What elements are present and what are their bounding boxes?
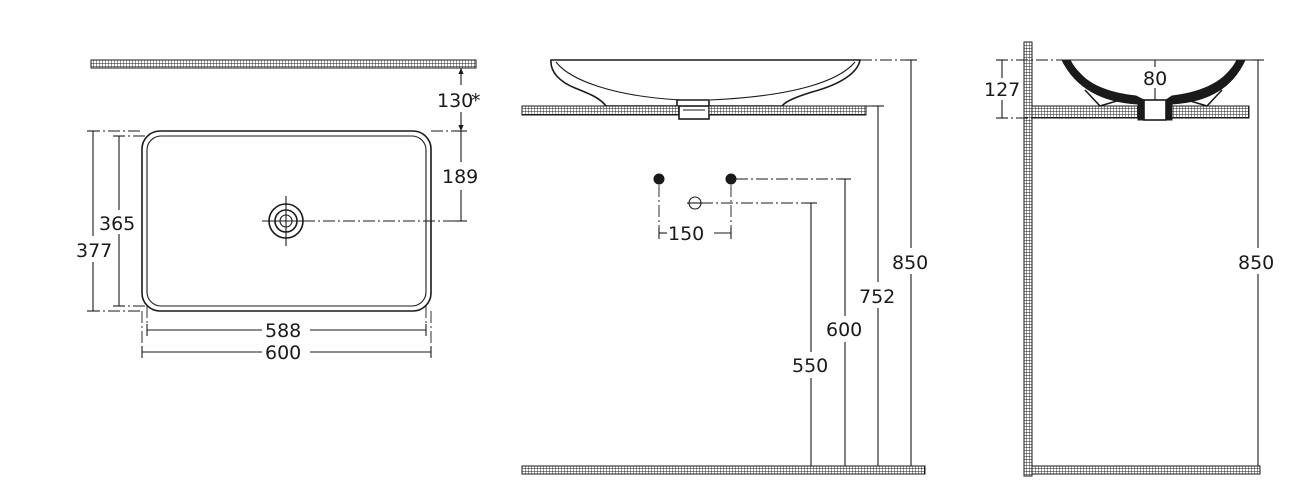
side-wall: [1023, 41, 1033, 477]
side-floor: [1031, 465, 1261, 475]
dim-150: 150: [668, 223, 704, 245]
dim-377: 377: [76, 240, 112, 262]
dim-600-plan: 600: [265, 342, 301, 364]
dim-127: 127: [984, 79, 1020, 101]
dim-130: 130: [437, 90, 473, 112]
dim-588: 588: [265, 320, 301, 342]
dim-752: 752: [859, 286, 895, 308]
dim-130-mark: *: [471, 90, 481, 112]
dim-365: 365: [99, 213, 135, 235]
front-counter-slab: [521, 105, 680, 116]
side-counter-slab: [1031, 105, 1141, 119]
front-floor: [521, 465, 926, 475]
dim-850-front: 850: [892, 252, 928, 274]
dim-850-side: 850: [1238, 252, 1274, 274]
plan-wall-strip: [90, 59, 477, 69]
front-view: 150 550 600 752 850: [521, 59, 928, 475]
dim-600-front: 600: [826, 319, 862, 341]
front-basin-outline: [550, 59, 861, 107]
inlet-left-icon: [653, 173, 665, 185]
side-view: 80 127 850: [984, 41, 1274, 477]
dim-550: 550: [792, 355, 828, 377]
dim-189: 189: [442, 166, 478, 188]
inlet-right-icon: [725, 173, 737, 185]
dim-80: 80: [1143, 68, 1167, 90]
drain-icon: [262, 196, 310, 246]
plan-view: 130 * 189 365 377 588: [76, 59, 481, 364]
